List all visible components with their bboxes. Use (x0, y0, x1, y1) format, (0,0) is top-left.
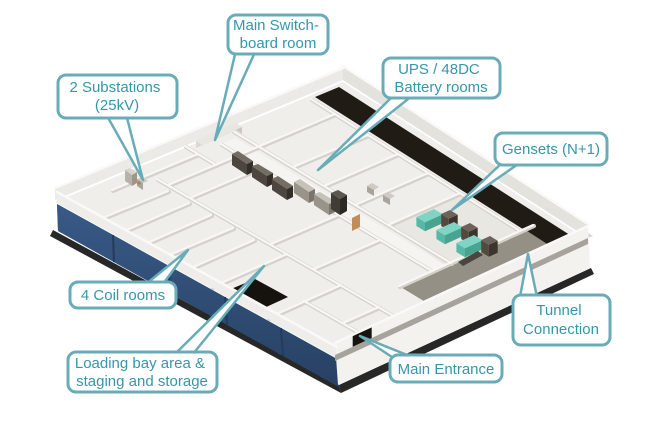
callout-label: Tunnel (536, 302, 581, 319)
nw-outer-wall (55, 68, 343, 200)
callout-coil-rooms: 4 Coil rooms (68, 280, 178, 310)
interior-walls (98, 97, 536, 342)
callout-gensets: Gensets (N+1) (493, 131, 609, 167)
svg-text:Gensets (N+1): Gensets (N+1) (502, 141, 600, 158)
callout-loading-bay: Loading bay area & staging and storage (66, 350, 219, 394)
callout-main-entrance: Main Entrance (388, 353, 504, 384)
svg-text:Main Entrance: Main Entrance (398, 361, 495, 378)
callout-substations: 2 Substations (25kV) (56, 73, 179, 120)
cable-corridor-dark (315, 87, 573, 247)
svg-text:Tunnel Connection: Tunnel Connection (523, 302, 599, 338)
svg-text:UPS / 48DC Battery roo: UPS / 48DC Battery rooms (394, 61, 487, 96)
callout-label: 2 Substations (69, 79, 160, 96)
svg-text:Loading bay area & sta: Loading bay area & staging and storage (75, 355, 209, 390)
callout-label: Gensets (N+1) (502, 141, 600, 158)
svg-text:2 Substations (25kV): 2 Substations (25kV) (69, 79, 164, 114)
tan-door (352, 214, 360, 231)
callout-label: Loading bay area & (75, 355, 205, 372)
callout-label: UPS / 48DC (398, 61, 480, 78)
switchgear-racks-dark (232, 151, 293, 200)
ne-outer-wall (343, 66, 588, 238)
callout-ups-battery-rooms: UPS / 48DC Battery rooms (381, 56, 502, 100)
callout-tunnel-connection: Tunnel Connection (511, 293, 612, 347)
gensets-equipment (416, 209, 498, 266)
callouts: Main Switch- board room 2 Substations (2… (56, 13, 612, 394)
callout-label: 4 Coil rooms (81, 287, 165, 304)
callout-label: Main Entrance (398, 361, 495, 378)
sw-parapet (57, 192, 337, 357)
callout-label: Main Switch- (233, 17, 319, 34)
server-racks-gray (294, 179, 347, 215)
svg-text:Main Switch- board roo: Main Switch- board room (233, 17, 323, 52)
battery-room-equipment (367, 183, 395, 205)
callout-main-switchboard-room: Main Switch- board room (226, 13, 330, 56)
vent-grille (458, 251, 483, 266)
tunnel-corridor-gray (399, 229, 555, 306)
svg-text:4 Coil rooms: 4 Coil rooms (81, 287, 165, 304)
